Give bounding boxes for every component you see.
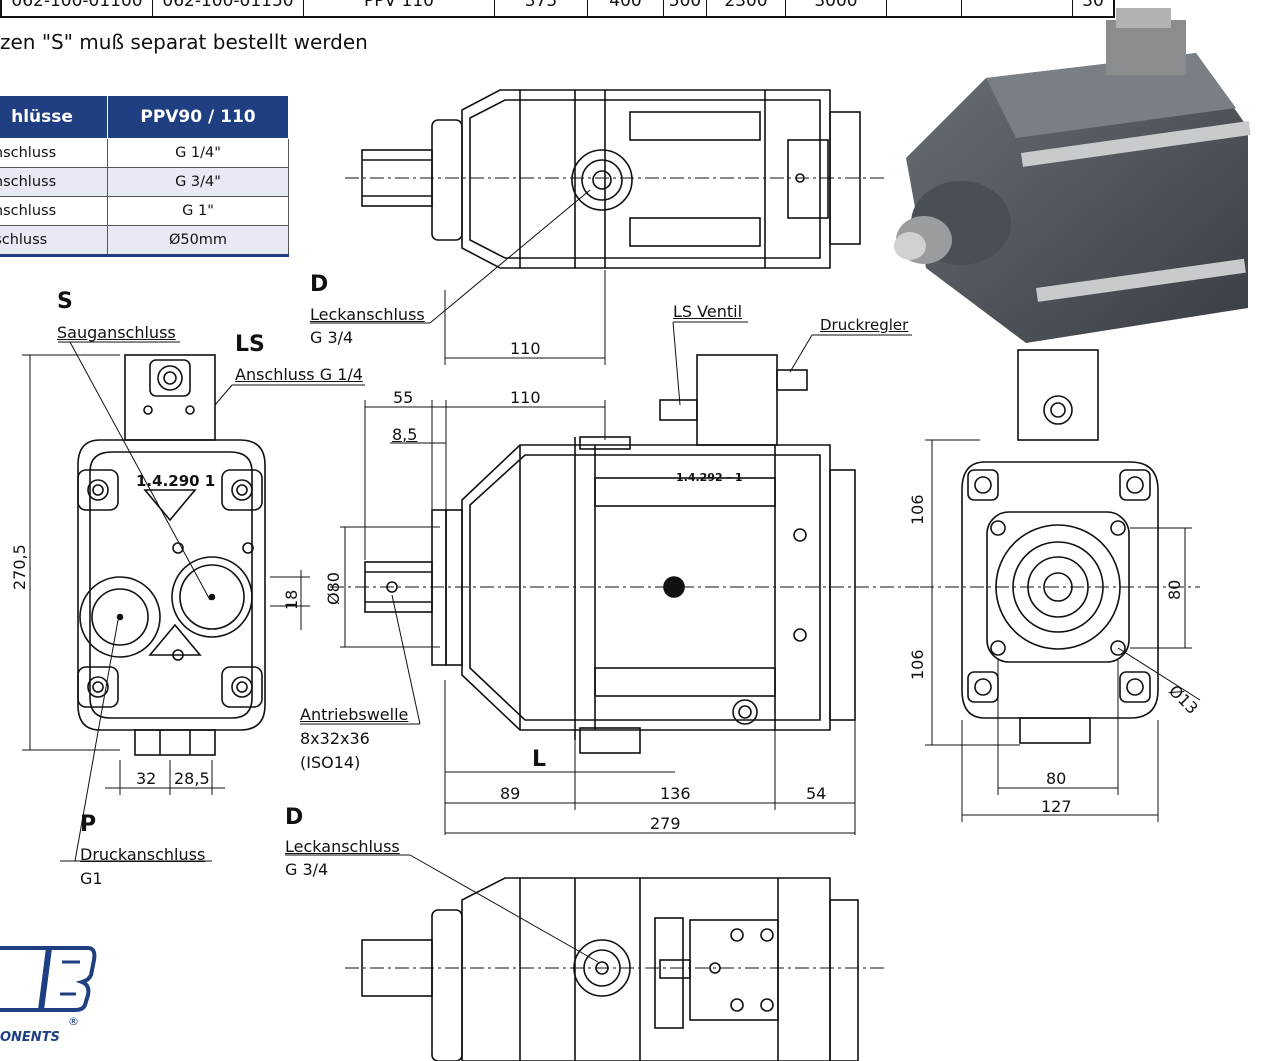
d-top-label: Leckanschluss <box>310 305 425 324</box>
ls-letter: LS <box>235 332 265 357</box>
cell-value-3: 500 <box>664 0 707 16</box>
dim-110: 110 <box>510 388 541 407</box>
d-top-size: G 3/4 <box>310 328 354 347</box>
dim-8-5: 8,5 <box>392 425 418 444</box>
dim-55: 55 <box>393 388 414 407</box>
bottom-view-drawing <box>285 854 885 1061</box>
logo-tagline: ONENTS <box>0 1030 60 1045</box>
port-value: Ø50mm <box>107 225 289 257</box>
dim-127: 127 <box>1041 797 1072 816</box>
d-bottom-size: G 3/4 <box>285 860 329 879</box>
cell-value-8: 30 <box>1082 0 1104 11</box>
logo-registered-mark: ® <box>68 1015 79 1028</box>
table-row: anschluss G 3/4" <box>0 167 289 197</box>
l-letter: L <box>532 747 547 772</box>
cell-model: PPV 110 <box>304 0 495 16</box>
dim-106-bottom: 106 <box>908 649 927 680</box>
p-label: Druckanschluss <box>80 845 206 864</box>
pump-product-photo <box>894 8 1251 343</box>
dim-28-5: 28,5 <box>174 769 210 788</box>
dim-top-110: 110 <box>510 339 541 358</box>
cell-value-1: 375 <box>495 0 588 16</box>
dim-dia-80: Ø80 <box>324 572 343 605</box>
part-mark-left: 1.4.290 1 <box>136 472 216 490</box>
dim-136: 136 <box>660 784 691 803</box>
dim-80-right: 80 <box>1165 579 1184 600</box>
table-row: anschluss G 1" <box>0 196 289 226</box>
druckregler-label: Druckregler <box>820 316 909 334</box>
dim-270-5: 270,5 <box>10 544 29 590</box>
dim-18: 18 <box>282 589 301 610</box>
p-letter: P <box>80 812 97 837</box>
side-view-drawing <box>300 321 920 835</box>
shaft-spec: 8x32x36 <box>300 729 370 748</box>
cell-value-2: 400 <box>588 0 664 16</box>
cell-value-4: 2300 <box>707 0 786 16</box>
part-mark-side: 1.4.292 - 1 <box>676 471 743 484</box>
ls-label: Anschluss G 1/4 <box>235 365 363 384</box>
d-top-letter: D <box>310 272 329 297</box>
spec-table-fragment: 062-100-01100 062-100-01150 PPV 110 375 … <box>0 0 1115 18</box>
ports-table: hlüsse PPV90 / 110 anschluss G 1/4" ansc… <box>0 95 289 257</box>
s-letter: S <box>57 289 73 314</box>
cell-value-5: 3000 <box>786 0 887 16</box>
dim-89: 89 <box>500 784 521 803</box>
order-note: zen "S" muß separat bestellt werden <box>0 30 368 54</box>
dim-279: 279 <box>650 814 681 833</box>
end-view-drawing <box>920 349 1201 822</box>
top-view-drawing <box>310 89 885 365</box>
port-value: G 1/4" <box>107 138 289 168</box>
cell-part-no-1: 062-100-01100 <box>2 0 153 16</box>
table-row: nschluss Ø50mm <box>0 225 289 257</box>
shaft-std: (ISO14) <box>300 753 361 772</box>
ls-ventil-label: LS Ventil <box>673 302 743 321</box>
shaft-label: Antriebswelle <box>300 705 409 724</box>
front-view-left-drawing <box>22 341 365 862</box>
dim-32: 32 <box>136 769 157 788</box>
d-bottom-label: Leckanschluss <box>285 837 400 856</box>
cell-value-7 <box>962 0 1073 16</box>
port-name: nschluss <box>0 225 108 257</box>
port-value: G 3/4" <box>107 167 289 197</box>
dim-54: 54 <box>806 784 827 803</box>
dim-106-top: 106 <box>908 494 927 525</box>
s-label: Sauganschluss <box>57 323 176 342</box>
company-logo-graphic <box>0 946 97 1012</box>
p-size: G1 <box>80 869 103 888</box>
d-bottom-letter: D <box>285 805 304 830</box>
dim-80-bottom: 80 <box>1046 769 1067 788</box>
cell-value-6 <box>887 0 962 16</box>
ports-header-name: hlüsse <box>0 95 108 139</box>
cell-part-no-2: 062-100-01150 <box>153 0 304 16</box>
